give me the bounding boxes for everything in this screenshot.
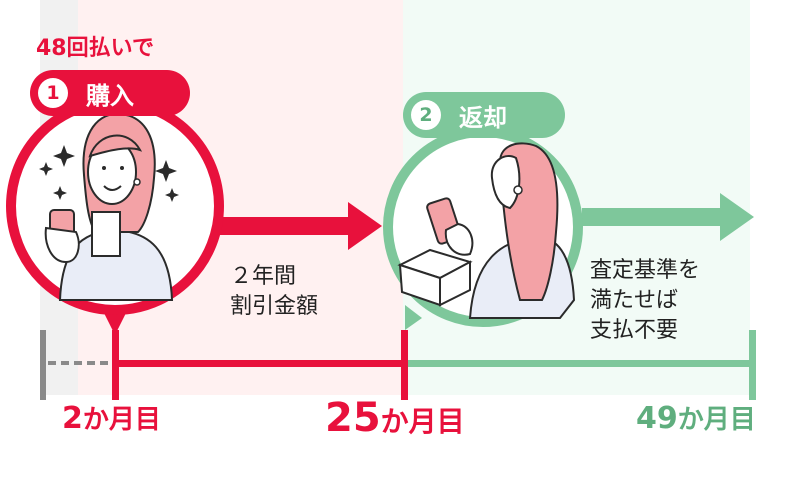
step-return-label: 返却: [459, 103, 507, 132]
timeline: [40, 330, 756, 400]
step-number-badge: 1: [38, 78, 68, 108]
smartphone-icon: [44, 209, 80, 264]
sparkle-icon: [39, 145, 179, 202]
payment-plan-caption: 48回払いで: [36, 36, 154, 61]
neck: [91, 211, 121, 257]
returned-smartphone-icon: [426, 197, 474, 256]
purchase-to-return-arrow: [214, 202, 382, 250]
discount-period-label: ２年間 割引金額: [230, 264, 319, 319]
month-49-label: 49か月目: [636, 401, 756, 436]
step-return-pill: 2 返却: [403, 92, 565, 138]
step-number-badge: 2: [411, 100, 441, 130]
month-25-label: 25か月目: [325, 395, 465, 441]
step-purchase-label: 購入: [86, 81, 134, 110]
return-illustration: [383, 127, 583, 330]
month-2-label: 2か月目: [62, 401, 161, 436]
no-payment-condition-label: 査定基準を 満たせば 支払不要: [590, 258, 701, 343]
cardboard-box-icon: [397, 248, 473, 307]
step-purchase-pill: 1 購入: [30, 70, 190, 116]
return-continue-arrow: [582, 193, 754, 241]
purchase-illustration: [6, 97, 224, 335]
